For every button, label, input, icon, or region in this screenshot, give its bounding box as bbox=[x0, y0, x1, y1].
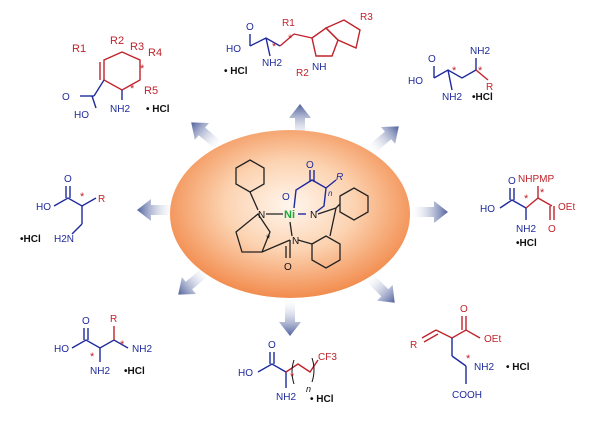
tl-chiral-2: * bbox=[130, 83, 135, 95]
br-oet: OEt bbox=[484, 334, 501, 345]
tc-r2: R2 bbox=[296, 68, 309, 79]
ml-ho: HO bbox=[36, 202, 51, 213]
bc-ho: HO bbox=[238, 368, 253, 379]
tc-nh: NH bbox=[312, 62, 326, 73]
bl-ho: HO bbox=[54, 344, 69, 355]
mr-o-right: O bbox=[548, 224, 556, 235]
bl-nh2: NH2 bbox=[90, 366, 110, 377]
br-hcl: • HCl bbox=[506, 362, 530, 373]
tc-ho: HO bbox=[226, 44, 241, 55]
tl-r2: R2 bbox=[110, 35, 124, 47]
tl-r3: R3 bbox=[130, 41, 144, 53]
mr-nhpmp: NHPMP bbox=[518, 174, 554, 185]
mr-chiral-1: * bbox=[524, 193, 529, 205]
tc-nh2: NH2 bbox=[262, 58, 282, 69]
br-oxygen: O bbox=[460, 304, 468, 315]
tr-chiral-2: * bbox=[478, 65, 483, 77]
tl-ho: HO bbox=[74, 110, 89, 121]
bc-chiral: * bbox=[290, 371, 295, 383]
arrow-bottom bbox=[279, 300, 301, 336]
tr-oxygen: O bbox=[428, 54, 436, 65]
product-bottom-right: R O OEt NH2 • HCl COOH * bbox=[410, 304, 530, 401]
catalyst-nickel: Ni bbox=[284, 209, 295, 221]
product-mid-right: NHPMP O HO OEt O NH2 •HCl * * bbox=[480, 174, 575, 249]
ml-r: R bbox=[98, 194, 105, 205]
bl-chiral-1: * bbox=[90, 351, 95, 363]
bl-chiral-2: * bbox=[120, 339, 125, 351]
catalyst-carbonyl-top: O bbox=[306, 160, 314, 171]
mr-ho: HO bbox=[480, 204, 495, 215]
mr-hcl: •HCl bbox=[516, 238, 537, 249]
ml-hcl: •HCl bbox=[20, 234, 41, 245]
product-mid-left: O HO R * •HCl H2N bbox=[20, 174, 105, 245]
tc-hcl: • HCl bbox=[224, 66, 248, 77]
br-chiral: * bbox=[466, 353, 471, 365]
tl-nh2: NH2 bbox=[110, 104, 130, 115]
catalyst-ellipse bbox=[170, 130, 410, 298]
mr-oet: OEt bbox=[558, 202, 575, 213]
ml-oxygen: O bbox=[64, 174, 72, 185]
tl-hcl: • HCl bbox=[146, 104, 170, 115]
bc-nh2: NH2 bbox=[276, 392, 296, 403]
catalyst-chiral-mark: * bbox=[266, 233, 271, 245]
tl-r4: R4 bbox=[148, 47, 162, 59]
mr-chiral-2: * bbox=[540, 187, 545, 199]
tr-nh2-top: NH2 bbox=[470, 46, 490, 57]
product-top-center: O HO NH2 • HCl R1 R2 R3 NH * * bbox=[224, 12, 373, 79]
tl-oxygen: O bbox=[62, 92, 70, 103]
bc-oxygen: O bbox=[268, 340, 276, 351]
product-top-left: R1 R2 R3 R4 R5 * * O HO NH2 • HCl bbox=[62, 35, 170, 121]
tc-chiral-2: * bbox=[288, 33, 293, 45]
tr-ho: HO bbox=[408, 76, 423, 87]
tl-r1: R1 bbox=[72, 43, 86, 55]
catalyst-ring-oxygen: O bbox=[282, 192, 290, 203]
mr-nh2: NH2 bbox=[516, 224, 536, 235]
bl-r: R bbox=[110, 314, 117, 325]
bl-oxygen: O bbox=[82, 316, 90, 327]
catalyst-n-subscript: n bbox=[328, 189, 333, 198]
tr-r: R bbox=[486, 82, 493, 93]
product-top-right: O HO NH2 R NH2 •HCl * * bbox=[408, 46, 493, 103]
mr-o-left: O bbox=[508, 176, 516, 187]
bl-nh2-chain: NH2 bbox=[132, 344, 152, 355]
br-r: R bbox=[410, 340, 417, 351]
catalyst-carbonyl-bottom: O bbox=[284, 262, 292, 273]
tc-oxygen: O bbox=[246, 22, 254, 33]
bc-n: n bbox=[306, 384, 311, 394]
tr-nh2-bottom: NH2 bbox=[442, 92, 462, 103]
catalyst-n-bottom: N bbox=[292, 236, 299, 247]
br-nh2: NH2 bbox=[474, 362, 494, 373]
ml-h2n: H2N bbox=[54, 234, 74, 245]
catalyst-r-label: R bbox=[336, 172, 343, 183]
tr-chiral-1: * bbox=[452, 65, 457, 77]
product-bottom-left: O HO R NH2 NH2 •HCl * * bbox=[54, 314, 152, 377]
tc-r1: R1 bbox=[282, 18, 295, 29]
br-cooh: COOH bbox=[452, 390, 482, 401]
arrow-right bbox=[412, 201, 448, 223]
tl-chiral-1: * bbox=[140, 63, 145, 75]
catalyst-n-right: N bbox=[310, 210, 317, 221]
catalyst-complex: O O R n Ni N N N O * bbox=[170, 130, 410, 298]
bc-hcl: • HCl bbox=[310, 394, 334, 405]
product-bottom-center: O HO CF3 n NH2 • HCl * bbox=[238, 340, 337, 405]
bl-hcl: •HCl bbox=[124, 366, 145, 377]
tc-r3: R3 bbox=[360, 12, 373, 23]
tc-chiral-1: * bbox=[272, 41, 277, 53]
arrow-left bbox=[137, 199, 173, 221]
catalyst-n-left: N bbox=[258, 210, 265, 221]
ml-chiral: * bbox=[80, 191, 85, 203]
tr-hcl: •HCl bbox=[472, 92, 493, 103]
bc-cf3: CF3 bbox=[318, 352, 337, 363]
tl-r5: R5 bbox=[144, 85, 158, 97]
